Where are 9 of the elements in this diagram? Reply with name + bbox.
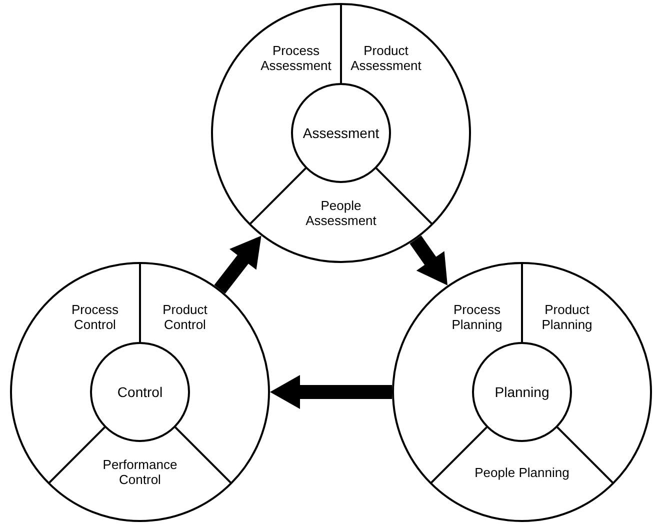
segment-label: Process Control [55, 297, 135, 337]
segment-label: People Planning [467, 450, 577, 494]
segment-label: People Assessment [286, 191, 396, 235]
segment-label: Product Assessment [346, 38, 426, 78]
segment-label: Performance Control [85, 450, 195, 494]
segment-label: Process Planning [437, 297, 517, 337]
segment-label: Process Assessment [256, 38, 336, 78]
segment-label: Product Control [145, 297, 225, 337]
segment-label: Product Planning [527, 297, 607, 337]
